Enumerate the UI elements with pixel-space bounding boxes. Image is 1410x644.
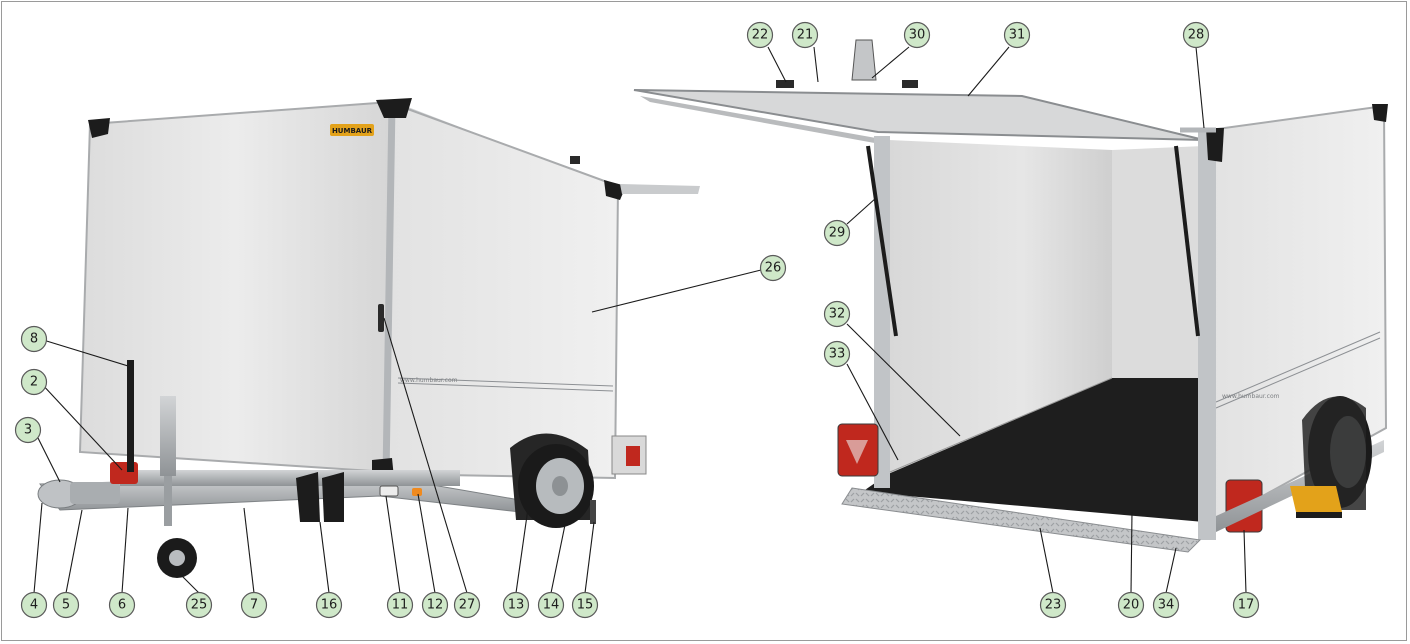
cargo-floor — [862, 378, 1204, 522]
svg-text:6: 6 — [118, 598, 126, 613]
yellow-step — [1290, 486, 1342, 512]
callout-34: 34 — [1152, 591, 1180, 619]
left-brand-plate — [330, 124, 374, 136]
callout-8: 8 — [20, 325, 48, 353]
svg-text:7: 7 — [250, 598, 258, 613]
callout-4: 4 — [20, 591, 48, 619]
callout-13: 13 — [502, 591, 530, 619]
svg-text:23: 23 — [1045, 598, 1062, 613]
chassis-beam — [120, 470, 460, 486]
svg-text:33: 33 — [829, 347, 846, 362]
left-brand-label: HUMBAUR — [332, 127, 373, 135]
corner-cap — [376, 98, 412, 118]
left-trailer: www.humbaur.com HUMBAUR — [37, 98, 700, 578]
wheel-chock — [296, 472, 320, 522]
svg-text:28: 28 — [1188, 28, 1205, 43]
right-trailer: www.humbaur.com — [633, 39, 1388, 553]
svg-text:3: 3 — [24, 423, 32, 438]
svg-text:29: 29 — [829, 226, 846, 241]
roof-handle — [851, 39, 877, 81]
right-website-text: www.humbaur.com — [1222, 393, 1280, 400]
svg-text:27: 27 — [459, 598, 476, 613]
loading-ramp — [841, 487, 1202, 553]
callout-32: 32 — [823, 300, 851, 328]
jockey-wheel-post — [160, 396, 176, 476]
callout-33: 33 — [823, 340, 851, 368]
svg-text:25: 25 — [191, 598, 208, 613]
callout-12: 12 — [421, 591, 449, 619]
callout-2: 2 — [20, 368, 48, 396]
svg-text:34: 34 — [1158, 598, 1175, 613]
callout-26: 26 — [759, 254, 787, 282]
svg-text:15: 15 — [577, 598, 594, 613]
svg-text:11: 11 — [392, 598, 409, 613]
callout-17: 17 — [1232, 591, 1260, 619]
callout-5: 5 — [52, 591, 80, 619]
callout-15: 15 — [571, 591, 599, 619]
leader-lines — [33, 46, 1247, 594]
svg-text:32: 32 — [829, 307, 846, 322]
svg-text:21: 21 — [797, 28, 814, 43]
svg-text:2: 2 — [30, 375, 38, 390]
callout-3: 3 — [14, 416, 42, 444]
svg-text:31: 31 — [1009, 28, 1026, 43]
svg-text:22: 22 — [752, 28, 769, 43]
rear-flap — [633, 89, 1205, 141]
svg-text:4: 4 — [30, 598, 38, 613]
gas-strut — [866, 145, 898, 337]
callout-31: 31 — [1003, 21, 1031, 49]
svg-text:20: 20 — [1123, 598, 1140, 613]
left-front-panel — [78, 100, 392, 474]
gas-strut — [1174, 145, 1200, 337]
callout-22: 22 — [746, 21, 774, 49]
callout-7: 7 — [240, 591, 268, 619]
svg-text:5: 5 — [62, 598, 70, 613]
svg-text:26: 26 — [765, 261, 782, 276]
callout-30: 30 — [903, 21, 931, 49]
callout-16: 16 — [315, 591, 343, 619]
callout-21: 21 — [791, 21, 819, 49]
door-handle — [378, 304, 384, 332]
left-side-panel — [386, 102, 620, 480]
svg-text:30: 30 — [909, 28, 926, 43]
interior-wall — [888, 140, 1112, 474]
svg-text:13: 13 — [508, 598, 525, 613]
callout-25: 25 — [185, 591, 213, 619]
svg-text:12: 12 — [427, 598, 444, 613]
svg-text:17: 17 — [1238, 598, 1255, 613]
svg-text:16: 16 — [321, 598, 338, 613]
callout-23: 23 — [1039, 591, 1067, 619]
callout-27: 27 — [453, 591, 481, 619]
callout-14: 14 — [537, 591, 565, 619]
callouts: 2 3 4 5 6 7 8 11 12 13 14 15 16 25 26 27… — [14, 21, 1260, 619]
corner-cap — [88, 118, 110, 138]
left-website-text: www.humbaur.com — [400, 377, 458, 384]
callout-11: 11 — [386, 591, 414, 619]
svg-text:14: 14 — [543, 598, 560, 613]
callout-29: 29 — [823, 219, 851, 247]
hand-brake-lever — [127, 360, 134, 472]
rear-frame-right — [1198, 130, 1216, 540]
wheel-chock — [322, 472, 344, 522]
callout-20: 20 — [1117, 591, 1145, 619]
callout-6: 6 — [108, 591, 136, 619]
svg-text:8: 8 — [30, 332, 38, 347]
callout-28: 28 — [1182, 21, 1210, 49]
